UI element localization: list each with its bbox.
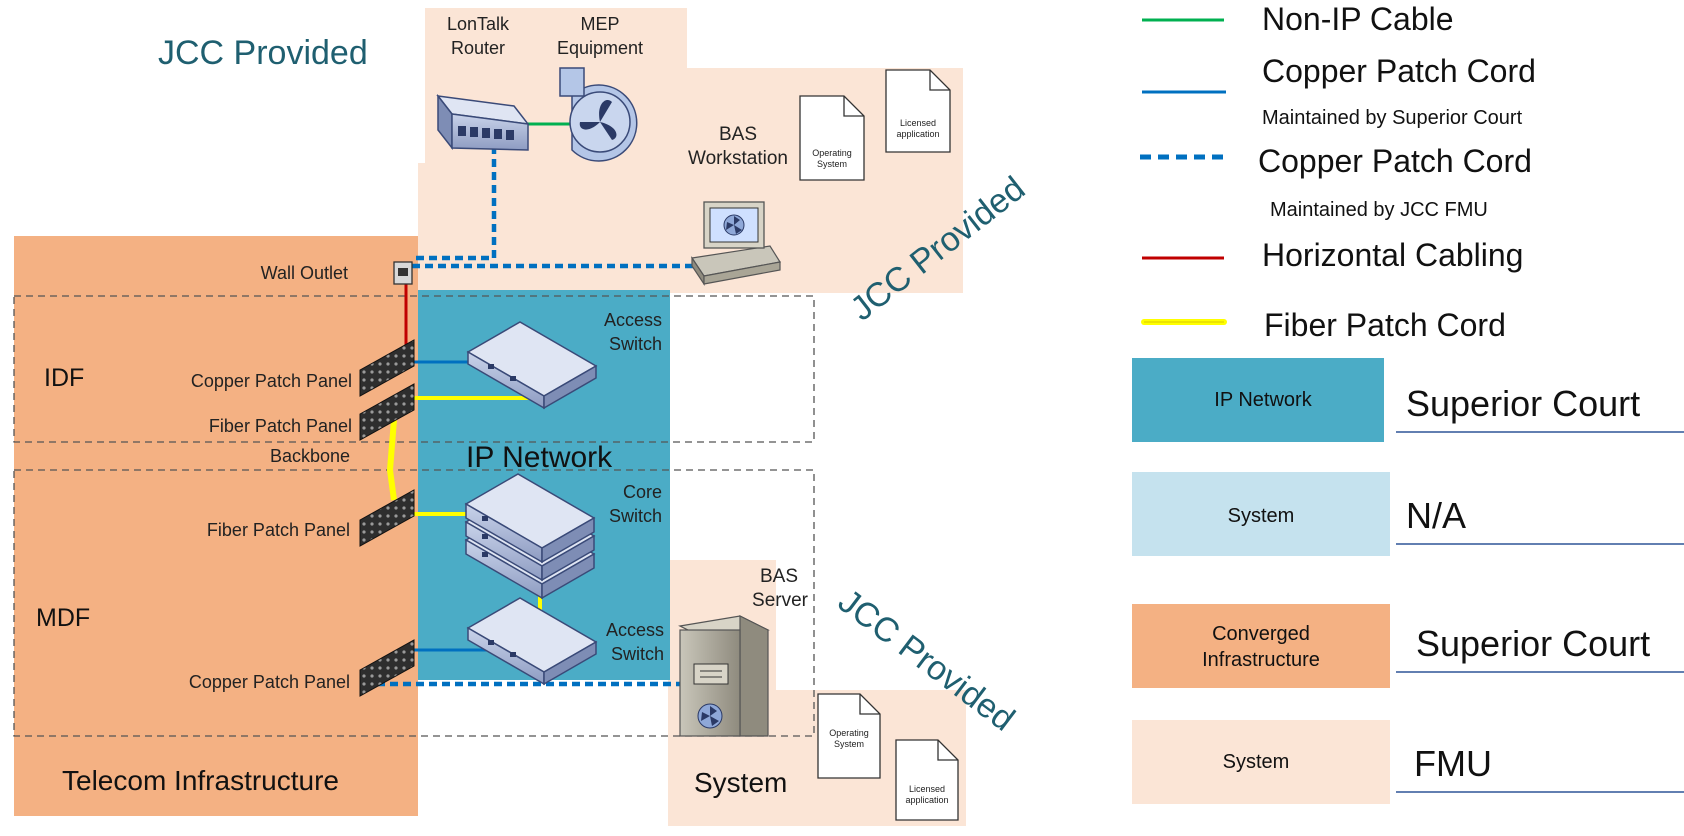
legend-box-system-fmu-label: System <box>1223 751 1290 773</box>
legend-owner-na: N/A <box>1406 495 1466 536</box>
copper-patch-panel-idf-icon <box>359 339 415 397</box>
idf-label: IDF <box>44 364 84 392</box>
bas-server-icon <box>678 615 770 737</box>
wall-outlet-icon <box>393 261 413 285</box>
fiber-patch-panel-mdf-label: Fiber Patch Panel <box>207 520 350 540</box>
legend-owner-superior-court-2: Superior Court <box>1416 623 1650 664</box>
fiber-patch-panel-idf-icon <box>359 383 415 441</box>
copper-patch-cord-fmu-router <box>412 146 497 261</box>
converged-infrastructure-zone <box>14 236 418 816</box>
backbone-label: Backbone <box>270 446 350 466</box>
bas-workstation-icon <box>690 201 781 286</box>
legend-label-copper-fmu: Copper Patch Cord <box>1258 143 1532 179</box>
legend-owner-fmu: FMU <box>1414 743 1492 784</box>
access-switch-idf-icon <box>466 321 598 410</box>
legend-label-copper-court: Copper Patch Cord <box>1262 53 1536 89</box>
system-zone-mid <box>418 163 668 293</box>
telecom-infrastructure-label: Telecom Infrastructure <box>62 765 339 796</box>
legend-box-system-fmu <box>1132 720 1390 804</box>
mdf-frame <box>13 469 815 737</box>
fiber-patch-panel-idf-label: Fiber Patch Panel <box>209 416 352 436</box>
ip-network-label: IP Network <box>466 441 613 474</box>
core-switch-icon <box>464 473 596 600</box>
legend-box-system-na-label: System <box>1228 505 1295 527</box>
backbone-fiber <box>386 419 397 501</box>
legend-box-converged <box>1132 604 1390 688</box>
legend-box-system-na <box>1132 472 1390 556</box>
copper-patch-panel-mdf-label: Copper Patch Panel <box>189 672 350 692</box>
mep-fan-icon <box>559 67 638 162</box>
mdf-label: MDF <box>36 604 90 632</box>
router-icon <box>436 93 530 151</box>
legend-sublabel-copper-court: Maintained by Superior Court <box>1262 107 1523 129</box>
access-switch-mdf-icon <box>466 597 598 686</box>
legend-label-fiber: Fiber Patch Cord <box>1264 307 1506 343</box>
legend-label-horizontal: Horizontal Cabling <box>1262 237 1523 273</box>
copper-patch-panel-mdf-icon <box>359 639 415 697</box>
legend-box-ip-network <box>1132 358 1384 442</box>
fiber-patch-panel-mdf-icon <box>359 489 415 547</box>
system-label: System <box>694 767 787 798</box>
wall-outlet-label: Wall Outlet <box>261 263 348 283</box>
legend: Non-IP Cable Copper Patch Cord Maintaine… <box>1132 1 1684 804</box>
legend-label-non-ip: Non-IP Cable <box>1262 1 1454 37</box>
idf-frame <box>13 295 815 443</box>
telecom-band <box>14 738 418 816</box>
legend-box-ip-network-label: IP Network <box>1214 389 1312 411</box>
jcc-provided-top: JCC Provided <box>158 34 368 72</box>
legend-sublabel-copper-fmu: Maintained by JCC FMU <box>1270 199 1488 221</box>
legend-owner-superior-court-1: Superior Court <box>1406 383 1640 424</box>
copper-patch-panel-idf-label: Copper Patch Panel <box>191 371 352 391</box>
